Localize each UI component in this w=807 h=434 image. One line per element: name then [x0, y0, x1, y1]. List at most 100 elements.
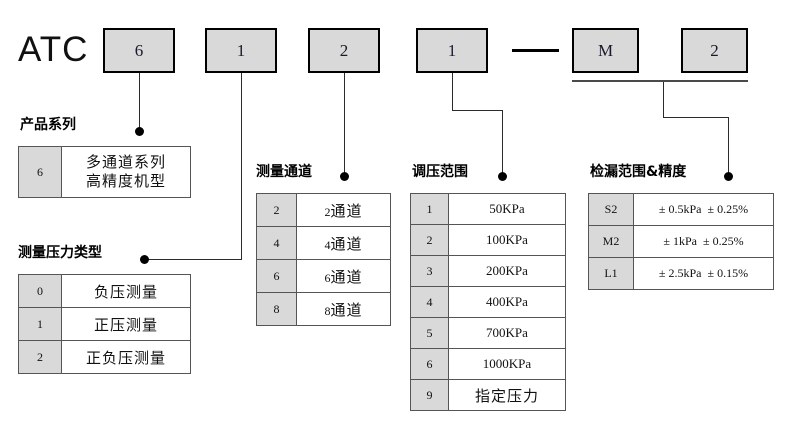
cell-code: 6 — [18, 146, 62, 198]
caption-leak-detection: 检漏范围&精度 — [590, 164, 687, 180]
cell-label: 700KPa — [448, 317, 566, 349]
table-row: 4 400KPa — [410, 286, 566, 318]
cell-code: L1 — [588, 257, 634, 290]
table-pressure-type: 0 负压测量 1 正压测量 2 正负压测量 — [18, 274, 191, 374]
connector-dot-product-series — [135, 127, 144, 136]
table-row: S2 ± 0.5kPa ± 0.25% — [588, 193, 774, 226]
code-box-channels[interactable]: 2 — [308, 28, 380, 73]
cell-label: ± 0.5kPa ± 0.25% — [633, 193, 774, 226]
table-row: 2 正负压测量 — [18, 340, 191, 374]
cell-label: 4通道 — [296, 226, 391, 260]
cell-channel-unit: 通道 — [330, 201, 363, 220]
code-box-pressure-type[interactable]: 1 — [205, 28, 277, 73]
table-row: M2 ± 1kPa ± 0.25% — [588, 225, 774, 258]
cell-label: 指定压力 — [448, 379, 566, 411]
connector-product-series — [139, 73, 140, 129]
code-box-pressure-range[interactable]: 1 — [416, 28, 488, 73]
table-row: 5 700KPa — [410, 317, 566, 349]
cell-label: ± 1kPa ± 0.25% — [633, 225, 774, 258]
cell-code: 1 — [18, 307, 62, 341]
caption-channels: 测量通道 — [256, 164, 312, 180]
code-box-leak-range[interactable]: M — [572, 28, 639, 73]
cell-leak-accuracy: ± 0.25% — [703, 234, 744, 248]
cell-code: 0 — [18, 274, 62, 308]
cell-code: 4 — [410, 286, 449, 318]
code-separator-dash — [512, 49, 559, 52]
cell-label: 400KPa — [448, 286, 566, 318]
table-row: 6 1000KPa — [410, 348, 566, 380]
table-row: 4 4通道 — [256, 226, 391, 260]
cell-code: 6 — [410, 348, 449, 380]
cell-label: 1000KPa — [448, 348, 566, 380]
cell-code: 6 — [256, 259, 297, 293]
connector-dot-pressure-range — [498, 172, 507, 181]
cell-channel-unit: 通道 — [330, 234, 363, 253]
cell-label: 多通道系列 高精度机型 — [61, 146, 191, 198]
cell-code: S2 — [588, 193, 634, 226]
cell-leak-range: ± 0.5kPa — [658, 202, 702, 216]
cell-leak-accuracy: ± 0.25% — [707, 202, 749, 216]
connector-leak-vertical-2 — [728, 117, 729, 176]
table-row: 0 负压测量 — [18, 274, 191, 308]
code-box-leak-accuracy[interactable]: 2 — [681, 28, 748, 73]
table-row: L1 ± 2.5kPa ± 0.15% — [588, 257, 774, 290]
table-pressure-range: 1 50KPa 2 100KPa 3 200KPa 4 400KPa 5 700… — [410, 193, 566, 411]
cell-channel-number: 6 — [324, 270, 331, 285]
table-row: 8 8通道 — [256, 292, 391, 326]
table-row: 2 100KPa — [410, 224, 566, 256]
cell-leak-accuracy: ± 0.15% — [707, 266, 749, 280]
cell-channel-number: 4 — [324, 237, 331, 252]
cell-code: 2 — [18, 340, 62, 374]
cell-label: 正负压测量 — [61, 340, 191, 374]
cell-code: 2 — [410, 224, 449, 256]
caption-product-series: 产品系列 — [20, 117, 76, 133]
cell-label: 200KPa — [448, 255, 566, 287]
connector-dot-channels — [340, 172, 349, 181]
cell-channel-number: 2 — [324, 204, 331, 219]
cell-channel-unit: 通道 — [330, 300, 363, 319]
brand-label: ATC — [18, 30, 89, 69]
table-product-series: 6 多通道系列 高精度机型 — [18, 146, 191, 198]
connector-leak-bracket — [572, 80, 748, 82]
cell-code: 5 — [410, 317, 449, 349]
connector-leak-vertical-1 — [663, 82, 664, 117]
cell-label: 负压测量 — [61, 274, 191, 308]
cell-code: 3 — [410, 255, 449, 287]
cell-label: 正压测量 — [61, 307, 191, 341]
cell-code: 9 — [410, 379, 449, 411]
connector-pressure-type-vertical — [241, 73, 242, 259]
table-row: 6 6通道 — [256, 259, 391, 293]
cell-code: 8 — [256, 292, 297, 326]
cell-label: 6通道 — [296, 259, 391, 293]
table-row: 2 2通道 — [256, 193, 391, 227]
table-channels: 2 2通道 4 4通道 6 6通道 8 8通道 — [256, 193, 391, 326]
table-row: 1 50KPa — [410, 193, 566, 225]
table-row: 3 200KPa — [410, 255, 566, 287]
connector-dot-pressure-type — [140, 255, 149, 264]
cell-label: 100KPa — [448, 224, 566, 256]
table-row: 9 指定压力 — [410, 379, 566, 411]
cell-leak-range: ± 2.5kPa — [658, 266, 702, 280]
code-box-product-series[interactable]: 6 — [103, 28, 175, 73]
connector-pressure-type-horizontal — [144, 259, 242, 260]
connector-pressure-range-horizontal — [452, 110, 503, 111]
cell-label: 50KPa — [448, 193, 566, 225]
table-row: 1 正压测量 — [18, 307, 191, 341]
caption-pressure-type: 测量压力类型 — [18, 245, 102, 261]
table-leak-detection: S2 ± 0.5kPa ± 0.25% M2 ± 1kPa ± 0.25% L1… — [588, 193, 774, 290]
cell-code: 4 — [256, 226, 297, 260]
cell-label: 2通道 — [296, 193, 391, 227]
cell-channel-unit: 通道 — [330, 267, 363, 286]
connector-pressure-range-vertical-1 — [452, 73, 453, 110]
cell-code: M2 — [588, 225, 634, 258]
connector-pressure-range-vertical-2 — [502, 110, 503, 176]
connector-dot-leak — [724, 172, 733, 181]
cell-leak-range: ± 1kPa — [663, 234, 697, 248]
cell-code: 2 — [256, 193, 297, 227]
cell-label-line1: 多通道系列 — [85, 153, 166, 171]
cell-label-line2: 高精度机型 — [85, 172, 166, 190]
cell-code: 1 — [410, 193, 449, 225]
connector-channels — [344, 73, 345, 176]
table-row: 6 多通道系列 高精度机型 — [18, 146, 191, 198]
